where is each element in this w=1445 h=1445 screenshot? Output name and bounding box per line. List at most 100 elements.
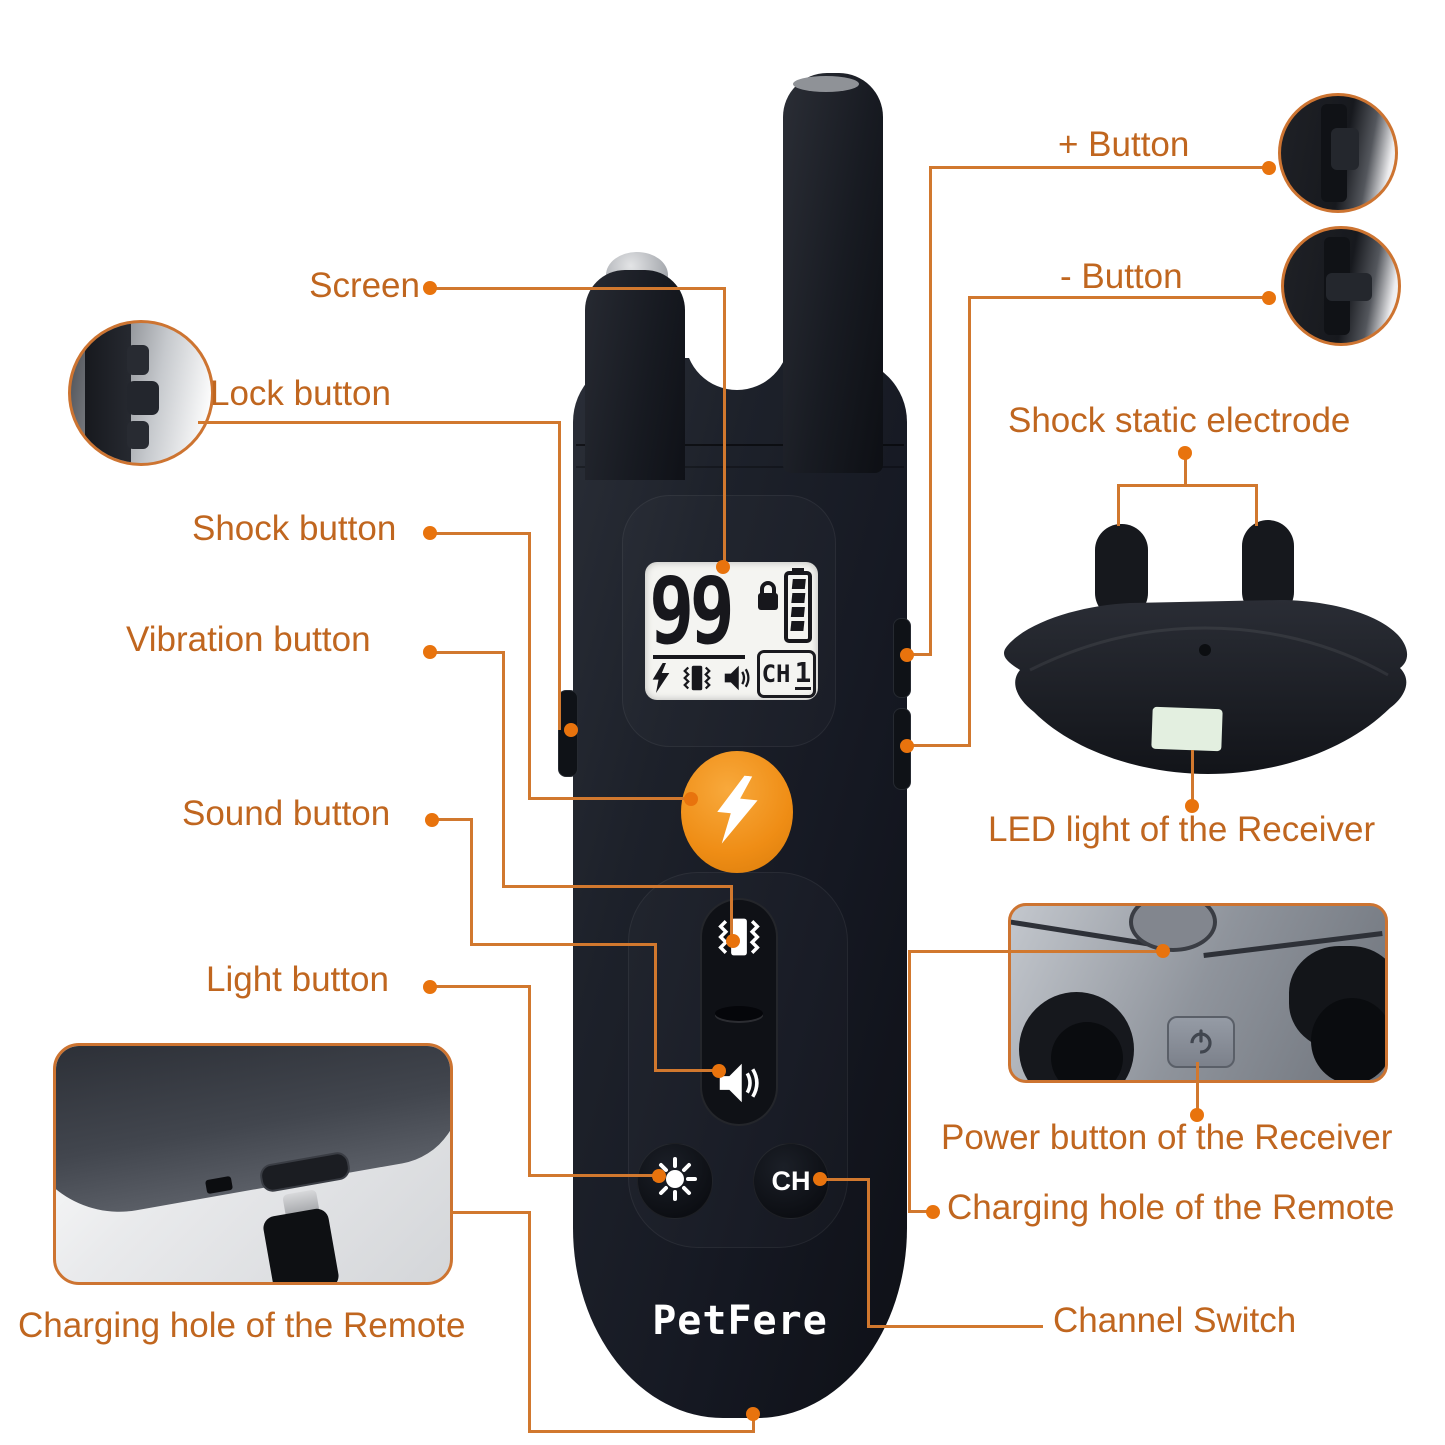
charging-right-line (908, 1210, 934, 1213)
shock-line (528, 797, 691, 800)
vibration-line (502, 885, 733, 888)
upper-face-panel (622, 495, 836, 747)
light-button (637, 1143, 713, 1219)
minus-dot (1262, 291, 1276, 305)
callout-led: LED light of the Receiver (988, 810, 1376, 849)
callout-screen: Screen (309, 266, 420, 305)
electrode-line (1184, 452, 1187, 486)
light-line (528, 1174, 659, 1177)
channel-button-label: CH (771, 1165, 811, 1196)
antenna-notch (685, 286, 789, 390)
callout-light-button: Light button (206, 960, 389, 999)
screen-line (430, 287, 723, 290)
vibration-line (502, 651, 505, 887)
power-line (1196, 1062, 1199, 1115)
charging-bottom-line (528, 1211, 531, 1433)
charging-bottom-line (528, 1430, 755, 1433)
sound-line (654, 943, 657, 1071)
channel-label: CH (761, 660, 791, 688)
minus-dot (900, 739, 914, 753)
electrode-line (1117, 484, 1258, 487)
vibration-line (430, 651, 502, 654)
sound-line (470, 818, 473, 945)
sound-dot (425, 813, 439, 827)
callout-charging-hole-right: Charging hole of the Remote (947, 1188, 1395, 1227)
shock-dot (684, 792, 698, 806)
callout-sound-button: Sound button (182, 794, 391, 833)
receiver-led-window (1151, 706, 1223, 752)
callout-lock-button: Lock button (210, 374, 391, 413)
charging-right-line (908, 952, 911, 1213)
led-line (1191, 750, 1194, 806)
receiver (1004, 520, 1408, 774)
rocker-divider (715, 1005, 763, 1021)
inset-electrode-right (1311, 998, 1385, 1080)
sound-line (654, 1069, 719, 1072)
inset-remote-edge (85, 323, 131, 463)
electrode-line (1117, 484, 1120, 526)
plus-dot (1262, 161, 1276, 175)
vibration-dot (423, 645, 437, 659)
charging-hole-inset (53, 1043, 453, 1285)
channel-line (867, 1178, 870, 1327)
screen-line (723, 287, 726, 567)
minus-line (968, 296, 971, 747)
lock-button-inset (68, 320, 214, 466)
usb-plug-body (261, 1206, 341, 1282)
minus-line (968, 296, 1269, 299)
lightning-icon (711, 775, 763, 850)
shock-line (430, 532, 528, 535)
brand-logo: PetFere (652, 1298, 828, 1344)
lock-line (558, 421, 561, 730)
battery-icon (783, 568, 813, 649)
plus-button-inset (1278, 93, 1398, 213)
power-icon (1190, 1029, 1212, 1054)
power-dot (1190, 1108, 1204, 1122)
plus-line (929, 166, 1269, 169)
plus-line (907, 653, 931, 656)
screen-dot (423, 281, 437, 295)
vibration-dot (726, 934, 740, 948)
sound-line (432, 818, 472, 821)
callout-vibration-button: Vibration button (126, 620, 371, 659)
callout-channel-switch: Channel Switch (1053, 1301, 1297, 1340)
minus-button-inset (1281, 226, 1401, 346)
light-line (528, 985, 531, 1175)
shock-icon (651, 663, 671, 698)
minus-line (907, 744, 969, 747)
electrode-dot (1178, 446, 1192, 460)
sound-dot (712, 1064, 726, 1078)
electrode-line (1255, 484, 1258, 526)
remote-screen: 99 CH 1 (645, 558, 818, 700)
inset-plus-button (1331, 128, 1359, 170)
light-dot (423, 980, 437, 994)
plus-line (929, 166, 932, 656)
body-seam (576, 444, 904, 446)
antenna-cap (793, 76, 859, 92)
channel-line (820, 1178, 870, 1181)
charging-right-dot (926, 1205, 940, 1219)
channel-dot (813, 1172, 827, 1186)
inset-minus-button (1326, 273, 1372, 301)
electrode-left (1095, 524, 1148, 619)
receiver-closeup-inset (1008, 903, 1388, 1083)
electrode-right (1242, 520, 1294, 618)
callout-minus-button: - Button (1060, 257, 1183, 296)
charging-right-dot (1156, 944, 1170, 958)
inset-button-bump (127, 345, 149, 375)
sound-button-icon (717, 1061, 761, 1110)
channel-indicator: CH 1 (757, 650, 816, 698)
led-dot (1185, 799, 1199, 813)
lock-icon (755, 580, 781, 619)
screen-dot (716, 560, 730, 574)
inset-remote-bottom (56, 1046, 450, 1228)
vibration-icon (683, 663, 711, 698)
charging-bottom-dot (746, 1407, 760, 1421)
body-seam (576, 466, 904, 468)
channel-value: 1 (794, 655, 812, 690)
antenna (783, 73, 883, 473)
callout-plus-button: + Button (1058, 125, 1190, 164)
inset-charging-flap (1129, 906, 1217, 952)
shock-button (681, 751, 793, 873)
